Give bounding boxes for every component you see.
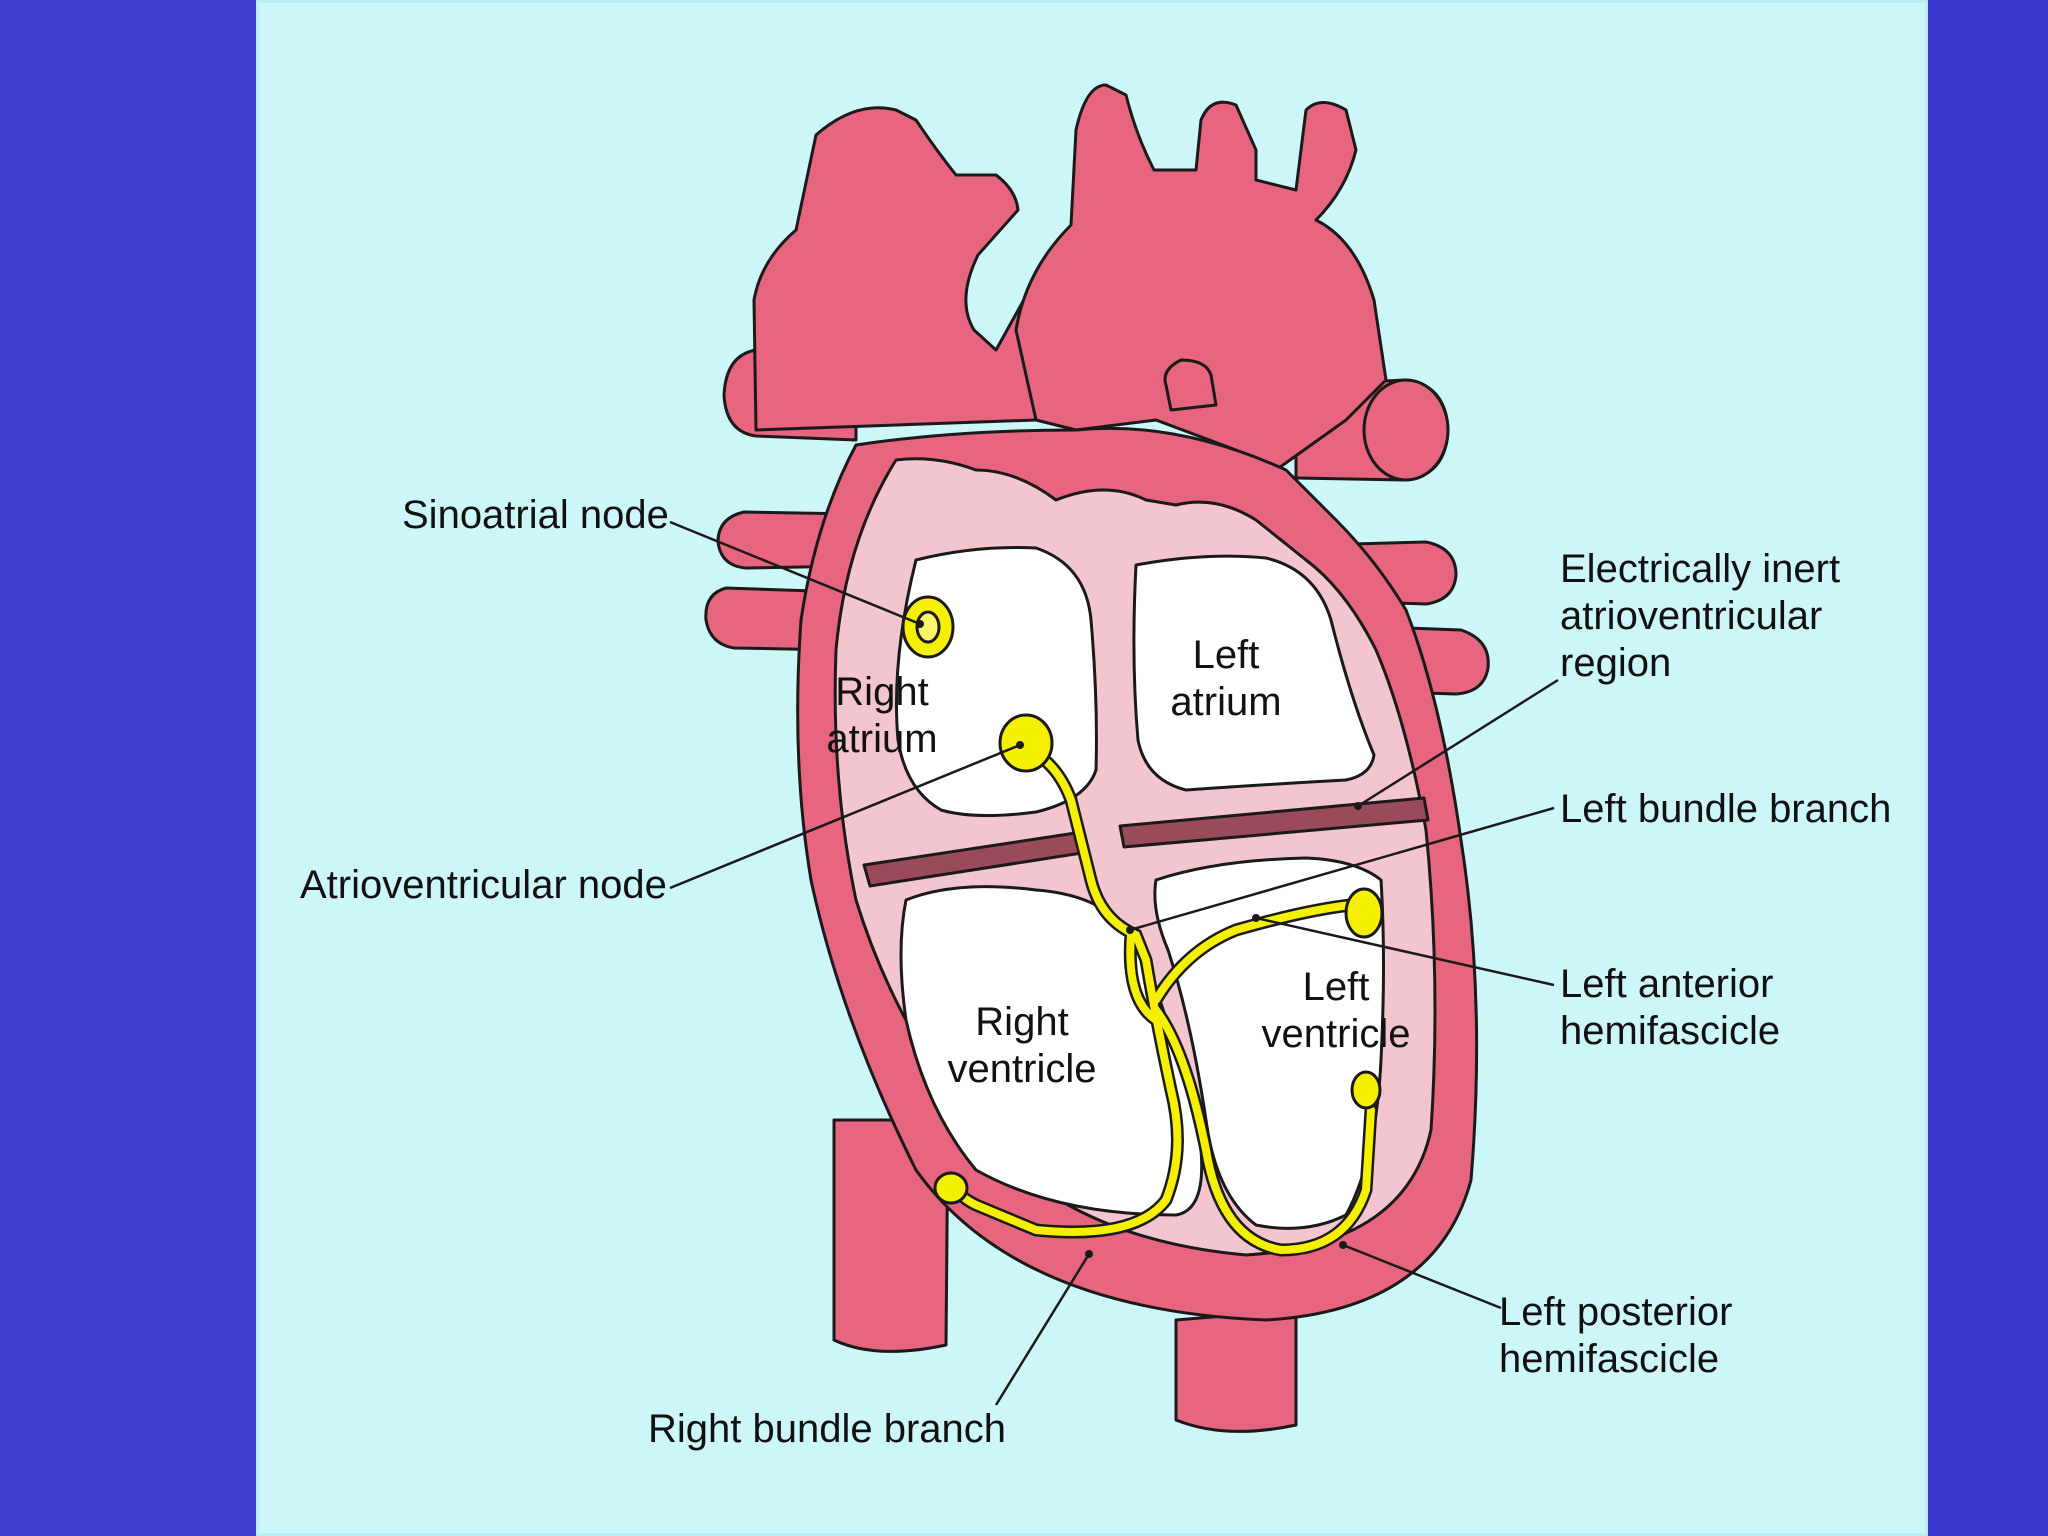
left-anterior-hemifascicle-label-1: Left anterior: [1560, 962, 1773, 1006]
diagram-panel: Right atrium Left atrium Right ventricle…: [256, 0, 1928, 1536]
inert-region-right-band: [1118, 796, 1430, 849]
left-atrium-label-2: atrium: [1170, 680, 1281, 724]
left-ventricle-label-1: Left: [1303, 965, 1370, 1009]
left-ventricle-label-2: ventricle: [1262, 1012, 1411, 1056]
leader-right-bundle: [994, 1253, 1091, 1406]
sinoatrial-node-label: Sinoatrial node: [402, 493, 669, 537]
right-bundle-branch-label: Right bundle branch: [648, 1407, 1006, 1451]
right-ventricle-label-1: Right: [975, 1000, 1068, 1044]
leader-atrioventricular: [669, 743, 1021, 890]
left-posterior-hemifascicle-label-1: Left posterior: [1499, 1290, 1732, 1334]
left-ventricle-chamber: [1153, 856, 1385, 1230]
right-bundle-ending: [933, 1171, 969, 1205]
callout-labels: Sinoatrial node Atrioventricular node El…: [300, 493, 1891, 1451]
left-bundle-branch-label: Left bundle branch: [1560, 787, 1891, 831]
left-anterior-ending: [1344, 887, 1384, 939]
leader-left-posterior: [1342, 1243, 1502, 1310]
heart-conduction-diagram: Right atrium Left atrium Right ventricle…: [300, 83, 1891, 1451]
aortic-arch-branch: [1163, 358, 1218, 412]
left-bundle-stem: [1126, 931, 1160, 1024]
inert-region-label-3: region: [1560, 641, 1671, 685]
left-posterior-ending: [1350, 1070, 1382, 1110]
atrioventricular-node: [998, 713, 1054, 773]
leader-left-bundle: [1129, 806, 1555, 932]
conduction-system: [901, 595, 1384, 1257]
right-atrium-label-2: atrium: [826, 717, 937, 761]
atrioventricular-node-label: Atrioventricular node: [300, 863, 667, 907]
inferior-vessels: [832, 1118, 1298, 1433]
left-atrium-chamber: [1132, 554, 1376, 792]
leader-sinoatrial: [669, 520, 921, 626]
chamber-labels: Right atrium Left atrium Right ventricle…: [826, 633, 1410, 1091]
his-bundle-and-right-bundle-branch: [952, 744, 1182, 1236]
left-atrium-label-1: Left: [1193, 633, 1260, 677]
leader-left-anterior: [1255, 916, 1555, 987]
right-atrium-label-1: Right: [835, 670, 928, 714]
aorta: [1014, 83, 1388, 472]
left-anterior-hemifascicle-label-2: hemifascicle: [1560, 1009, 1780, 1053]
right-ventricle-label-2: ventricle: [948, 1047, 1097, 1091]
inert-region-label-1: Electrically inert: [1560, 547, 1840, 591]
left-posterior-hemifascicle-path: [1152, 1006, 1375, 1255]
sinoatrial-node-core: [915, 610, 941, 644]
leader-lines: [669, 520, 1559, 1406]
left-anterior-hemifascicle-path: [1152, 901, 1355, 1004]
leader-inert-region: [1357, 678, 1559, 808]
left-posterior-hemifascicle-label-2: hemifascicle: [1499, 1337, 1719, 1381]
inert-region-label-2: atrioventricular: [1560, 594, 1822, 638]
